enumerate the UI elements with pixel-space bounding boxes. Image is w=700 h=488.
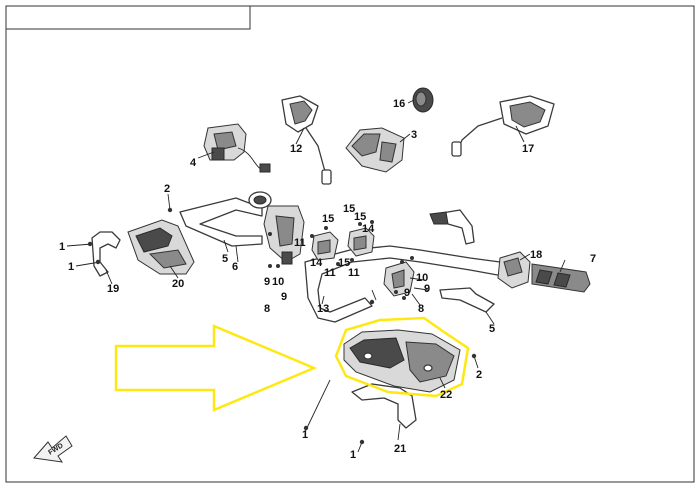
callout-label: 8 <box>418 303 424 315</box>
callout-label: 2 <box>164 183 170 195</box>
right-clamp-cluster <box>383 261 415 297</box>
part-16-cap <box>412 87 434 113</box>
callout-label: 1 <box>59 241 65 253</box>
callout-label: 6 <box>232 261 238 273</box>
callout-label: 11 <box>324 267 336 279</box>
callout-label: 4 <box>190 157 197 169</box>
callout-label: 11 <box>348 267 360 279</box>
callout-label: 21 <box>394 443 406 455</box>
left-handguard-20 <box>127 219 195 275</box>
callout-label: 2 <box>476 369 482 381</box>
callout-label: 11 <box>294 237 306 249</box>
part-19-bracket <box>91 231 121 277</box>
left-mirror <box>281 95 332 185</box>
callout-label: 9 <box>264 276 270 288</box>
callout-label: 1 <box>350 449 356 461</box>
callout-label: 15 <box>343 203 355 215</box>
callout-label: 14 <box>310 257 323 269</box>
page-border <box>5 5 695 483</box>
part-6-lever <box>179 197 263 247</box>
center-clamps <box>311 227 375 261</box>
callout-label: 9 <box>424 283 430 295</box>
part-4-switch-assembly <box>203 123 271 173</box>
callout-label: 16 <box>393 98 405 110</box>
part-5-right-rod <box>439 287 495 313</box>
callout-label: 15 <box>322 213 334 225</box>
right-lever <box>429 209 475 245</box>
right-switch-18 <box>497 251 531 289</box>
callout-label: 18 <box>530 249 542 261</box>
right-grip-7 <box>531 263 591 293</box>
callout-label: 15 <box>354 211 366 223</box>
part-3-cover <box>345 127 405 173</box>
callout-label: 3 <box>411 129 417 141</box>
highlight-outline <box>334 316 470 398</box>
callout-labels: 1 1 1 1 2 2 3 4 5 5 6 7 8 8 9 9 9 9 10 1… <box>59 98 596 461</box>
highlight-arrow <box>114 324 318 412</box>
callout-label: 9 <box>404 287 410 299</box>
fwd-arrow-icon: FWD <box>33 435 73 463</box>
right-handguard-22 <box>343 329 461 393</box>
callout-label: 17 <box>522 143 534 155</box>
callout-label: 9 <box>281 291 287 303</box>
callout-label: 1 <box>302 429 308 441</box>
callout-label: 19 <box>107 283 119 295</box>
callout-label: 7 <box>590 253 596 265</box>
right-mirror <box>451 95 555 157</box>
callout-label: 8 <box>264 303 270 315</box>
title-box <box>5 5 251 30</box>
callout-label: 10 <box>416 272 428 284</box>
callout-label: 15 <box>338 257 350 269</box>
callout-label: 20 <box>172 278 184 290</box>
callout-label: 13 <box>317 303 329 315</box>
callout-label: 1 <box>68 261 74 273</box>
fasteners <box>87 207 477 445</box>
part-21-bracket <box>351 383 417 429</box>
callout-label: 5 <box>222 253 228 265</box>
callout-label: 12 <box>290 143 302 155</box>
callout-label: 14 <box>362 223 375 235</box>
callout-label: 5 <box>489 323 495 335</box>
callout-label: 10 <box>272 276 284 288</box>
callout-label: 22 <box>440 389 452 401</box>
handlebar <box>304 245 509 323</box>
left-control-cluster <box>248 191 305 265</box>
leader-lines <box>66 99 566 453</box>
